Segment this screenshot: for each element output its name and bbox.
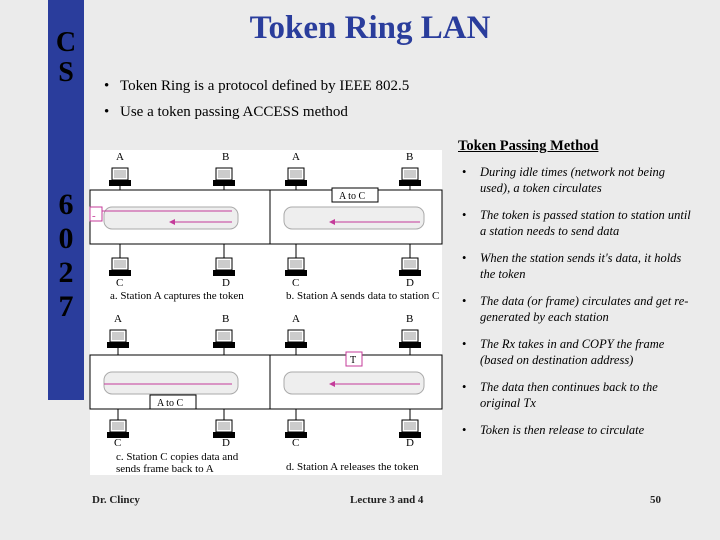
- station-a-label: A: [114, 313, 122, 325]
- station-d-label: D: [222, 437, 230, 449]
- station-b-label: B: [222, 313, 229, 325]
- station-d-label: D: [222, 277, 230, 289]
- frame-label: A to C: [339, 191, 365, 202]
- method-item: The data (or frame) circulates and get r…: [460, 293, 692, 325]
- method-item: The token is passed station to station u…: [460, 207, 692, 239]
- station-b-label: B: [406, 151, 413, 163]
- slide-bullets: •Token Ring is a protocol defined by IEE…: [104, 78, 409, 130]
- station-d-label: D: [406, 437, 414, 449]
- method-item: Token is then release to circulate: [460, 422, 692, 438]
- station-d-label: D: [406, 277, 414, 289]
- station-b-label: B: [222, 151, 229, 163]
- slide-title: Token Ring LAN: [249, 10, 491, 46]
- method-list: During idle times (network not being use…: [460, 164, 692, 449]
- method-item: The data then continues back to the orig…: [460, 379, 692, 411]
- station-a-label: A: [292, 313, 300, 325]
- panel-a: A B C D - a. Station A captures the toke…: [89, 151, 271, 302]
- footer-lecture: Lecture 3 and 4: [350, 494, 424, 506]
- station-c-label: C: [292, 277, 299, 289]
- token-label: T: [350, 355, 356, 366]
- station-b-label: B: [406, 313, 413, 325]
- method-item: When the station sends it's data, it hol…: [460, 250, 692, 282]
- footer-page-number: 50: [650, 494, 661, 506]
- bullet-item: •Token Ring is a protocol defined by IEE…: [104, 78, 410, 94]
- caption-b: b. Station A sends data to station C: [286, 290, 439, 302]
- caption-c-line1: c. Station C copies data and: [116, 451, 239, 463]
- station-c-label: C: [116, 277, 123, 289]
- method-item: During idle times (network not being use…: [460, 164, 692, 196]
- caption-c-line2: sends frame back to A: [116, 463, 214, 475]
- method-title: Token Passing Method: [458, 138, 599, 154]
- method-item: The Rx takes in and COPY the frame (base…: [460, 336, 692, 368]
- sidebar-course-number: 6 0 2 7: [58, 188, 74, 323]
- station-c-label: C: [114, 437, 121, 449]
- panel-b: A B C D A to C b. Station A sends data t…: [269, 151, 443, 302]
- station-a-label: A: [116, 151, 124, 163]
- sidebar-bar: [48, 0, 84, 400]
- station-c-label: C: [292, 437, 299, 449]
- panel-d: A B C D T d. Station A releases the toke…: [269, 313, 443, 473]
- panel-c: A B C D A to C c. Station C copies data …: [89, 313, 271, 475]
- caption-a: a. Station A captures the token: [110, 290, 244, 302]
- token-mark: -: [92, 210, 96, 222]
- frame-label: A to C: [157, 398, 183, 409]
- caption-d: d. Station A releases the token: [286, 461, 419, 473]
- footer-author: Dr. Clincy: [92, 494, 140, 506]
- bullet-item: •Use a token passing ACCESS method: [104, 104, 348, 120]
- station-a-label: A: [292, 151, 300, 163]
- sidebar-cs-label: C S: [55, 27, 77, 88]
